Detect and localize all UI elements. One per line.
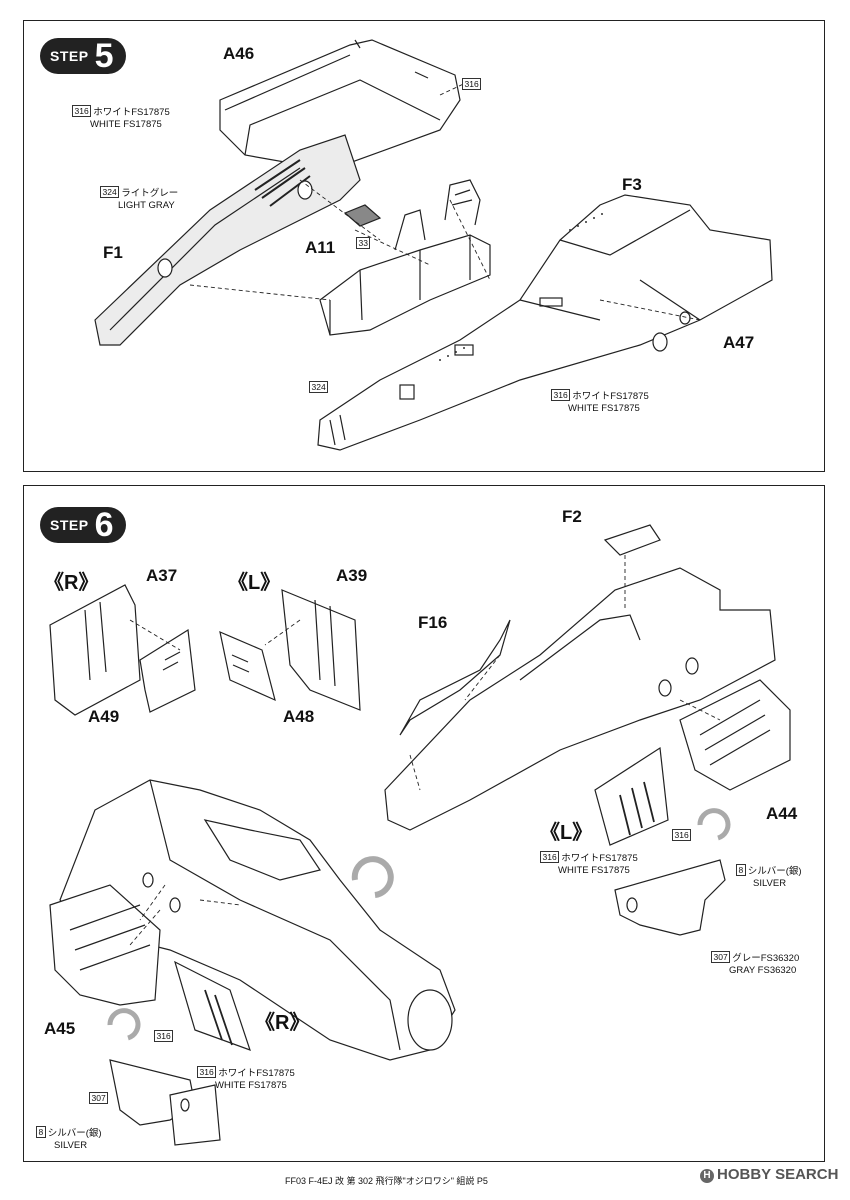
paint-name-en: WHITE FS17875 — [558, 865, 630, 876]
step5-illustration — [94, 39, 773, 451]
step5-number: 5 — [94, 37, 114, 75]
paint-name-jp: シルバー(銀) — [47, 1128, 102, 1139]
paint-name-jp: ホワイトFS17875 — [218, 1068, 295, 1079]
part-f2-label: F2 — [562, 507, 582, 526]
step6-number: 6 — [94, 506, 114, 544]
paint-name-jp: ホワイトFS17875 — [561, 853, 638, 864]
paint-code: 8 — [736, 864, 746, 876]
step5-badge: STEP 5 — [40, 38, 126, 74]
part-a45-label: A45 — [44, 1019, 76, 1038]
paint-name-en: LIGHT GRAY — [118, 200, 175, 211]
decal-code: 33 — [356, 237, 371, 249]
paint-code-top-right: 316 — [462, 78, 482, 90]
paint-name-en: WHITE FS17875 — [568, 403, 640, 414]
paint-name-en: SILVER — [54, 1140, 88, 1151]
part-f16-label: F16 — [418, 613, 448, 632]
part-a39-label: A39 — [336, 566, 368, 585]
side-l-top: 《L》 — [228, 572, 281, 594]
step5-word: STEP — [50, 48, 89, 64]
paint-code-door-r: 316 — [154, 1030, 174, 1042]
step6-badge: STEP 6 — [40, 507, 126, 543]
paint-code-door-l: 316 — [672, 829, 692, 841]
part-f1-label: F1 — [103, 243, 123, 262]
part-a46-label: A46 — [223, 44, 255, 63]
paint-code: 307 — [711, 951, 731, 963]
part-a37-label: A37 — [146, 566, 178, 585]
paint-name-en: WHITE FS17875 — [90, 119, 162, 130]
side-r-top: 《R》 — [44, 572, 99, 594]
part-a48-label: A48 — [283, 707, 315, 726]
step6-word: STEP — [50, 517, 89, 533]
part-a47-label: A47 — [723, 333, 755, 352]
paint-code: 316 — [540, 851, 560, 863]
paint-name-jp: シルバー(銀) — [747, 866, 802, 877]
paint-name-jp: ライトグレー — [121, 188, 179, 199]
paint-code: 316 — [72, 105, 92, 117]
part-a44-label: A44 — [766, 804, 798, 823]
hobby-search-logo-icon: H — [700, 1169, 714, 1183]
paint-code: 316 — [551, 389, 571, 401]
paint-name-jp: ホワイトFS17875 — [93, 107, 170, 118]
paint-name-en: WHITE FS17875 — [215, 1080, 287, 1091]
paint-name-jp: グレーFS36320 — [732, 953, 800, 964]
side-l-mid: 《L》 — [540, 822, 593, 844]
paint-name-jp: ホワイトFS17875 — [572, 391, 649, 402]
watermark-text: HOBBY SEARCH — [717, 1166, 839, 1183]
part-a11-label: A11 — [305, 238, 336, 257]
side-r-bottom: 《R》 — [255, 1012, 310, 1034]
part-a49-label: A49 — [88, 707, 120, 726]
paint-name-en: GRAY FS36320 — [729, 965, 797, 976]
paint-code-gray-left: 307 — [89, 1092, 109, 1104]
paint-name-en: SILVER — [753, 878, 787, 889]
page-footer: FF03 F-4EJ 改 第 302 飛行隊"オジロワシ" 組説 P5 — [285, 1176, 488, 1186]
paint-code: 316 — [197, 1066, 217, 1078]
part-f3-label: F3 — [622, 175, 642, 194]
paint-code: 8 — [36, 1126, 46, 1138]
paint-code-nose: 324 — [309, 381, 329, 393]
paint-code: 324 — [100, 186, 120, 198]
